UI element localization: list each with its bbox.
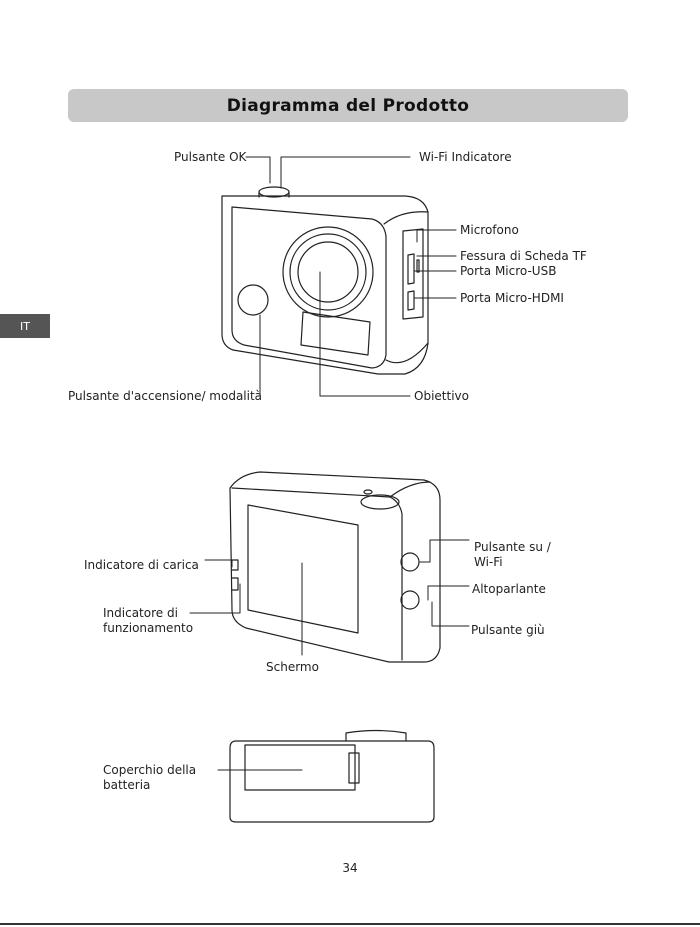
label-wifi-indicator: Wi-Fi Indicatore	[419, 150, 512, 165]
label-lens: Obiettivo	[414, 389, 469, 404]
camera-front-view	[222, 187, 428, 374]
camera-back-view	[230, 472, 440, 662]
label-micro-usb: Porta Micro-USB	[460, 264, 556, 279]
label-operation-indicator: Indicatore di funzionamento	[103, 606, 208, 636]
label-battery-cover: Coperchio della batteria	[103, 763, 208, 793]
label-charge-indicator: Indicatore di carica	[84, 558, 199, 573]
page-number: 34	[0, 861, 700, 875]
label-micro-hdmi: Porta Micro-HDMI	[460, 291, 564, 306]
leader-lines-fig1	[246, 157, 456, 396]
footer-rule	[0, 923, 700, 925]
label-down-button: Pulsante giù	[471, 623, 545, 638]
label-power-mode-button: Pulsante d'accensione/ modalità	[68, 389, 262, 404]
label-ok-button: Pulsante OK	[174, 150, 246, 165]
label-tf-slot: Fessura di Scheda TF	[460, 249, 587, 264]
label-screen: Schermo	[266, 660, 319, 675]
label-microphone: Microfono	[460, 223, 519, 238]
label-up-wifi-button: Pulsante su / Wi-Fi	[474, 540, 570, 570]
label-speaker: Altoparlante	[472, 582, 546, 597]
camera-bottom-view	[230, 731, 434, 823]
